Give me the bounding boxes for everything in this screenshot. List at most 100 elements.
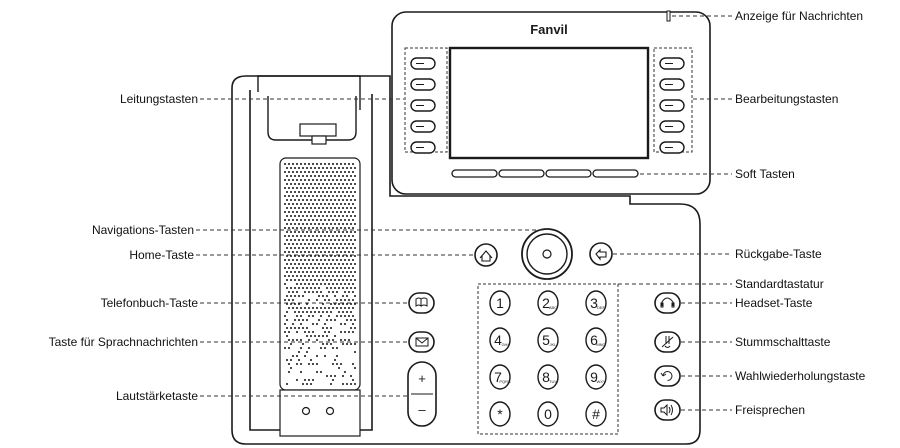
- grille-dot: [349, 230, 353, 234]
- grille-dot: [321, 326, 325, 330]
- soft-key-1[interactable]: [451, 169, 498, 178]
- grille-dot: [309, 358, 313, 362]
- grille-dot: [289, 206, 293, 210]
- grille-dot: [325, 166, 329, 170]
- grille-dot: [307, 218, 311, 222]
- grille-dot: [351, 258, 355, 262]
- grille-dot: [315, 234, 319, 238]
- grille-dot: [307, 186, 311, 190]
- grille-dot: [311, 266, 315, 270]
- label-standard-keypad: Standardtastatur: [735, 277, 824, 291]
- grille-dot: [353, 278, 357, 282]
- grille-dot: [347, 194, 351, 198]
- grille-dot: [327, 314, 331, 318]
- grille-dot: [305, 326, 309, 330]
- back-icon: [595, 248, 607, 261]
- label-voicemail-key: Taste für Sprachnachrichten: [48, 335, 198, 349]
- grille-dot: [329, 174, 333, 178]
- grille-dot: [343, 170, 347, 174]
- grille-dot: [321, 310, 325, 314]
- grille-dot: [325, 174, 329, 178]
- grille-dot: [303, 354, 307, 358]
- grille-dot: [335, 194, 339, 198]
- grille-dot: [321, 190, 325, 194]
- soft-key-4[interactable]: [592, 169, 639, 178]
- grille-dot: [313, 334, 317, 338]
- grille-dot: [353, 382, 357, 386]
- keypad-letters: JKL: [550, 342, 558, 347]
- keypad-key-1[interactable]: 1: [489, 290, 511, 316]
- grille-dot: [339, 202, 343, 206]
- grille-dot: [323, 330, 327, 334]
- grille-dot: [341, 230, 345, 234]
- grille-dot: [311, 258, 315, 262]
- grille-dot: [319, 242, 323, 246]
- speaker-icon: [660, 403, 673, 417]
- grille-dot: [295, 178, 299, 182]
- keypad-letters: ABC: [549, 305, 557, 310]
- keypad-key-hash[interactable]: #: [585, 401, 607, 427]
- soft-key-3[interactable]: [545, 169, 592, 178]
- grille-dot: [323, 162, 327, 166]
- grille-dot: [319, 226, 323, 230]
- grille-dot: [323, 170, 327, 174]
- grille-dot: [315, 274, 319, 278]
- grille-dot: [323, 242, 327, 246]
- volume-plus: +: [418, 371, 426, 386]
- grille-dot: [341, 270, 345, 274]
- grille-dot: [351, 218, 355, 222]
- grille-dot: [307, 242, 311, 246]
- grille-dot: [309, 166, 313, 170]
- grille-dot: [283, 322, 287, 326]
- grille-dot: [327, 210, 331, 214]
- grille-dot: [343, 202, 347, 206]
- grille-dot: [325, 222, 329, 226]
- grille-dot: [309, 198, 313, 202]
- grille-dot: [299, 370, 303, 374]
- keypad-key-star[interactable]: *: [489, 401, 511, 427]
- grille-dot: [323, 178, 327, 182]
- grille-dot: [285, 166, 289, 170]
- grille-dot: [287, 346, 291, 350]
- grille-dot: [327, 194, 331, 198]
- home-icon: [479, 250, 493, 262]
- grille-dot: [333, 230, 337, 234]
- grille-dot: [293, 318, 297, 322]
- grille-dot: [291, 290, 295, 294]
- grille-dot: [313, 270, 317, 274]
- grille-dot: [335, 162, 339, 166]
- grille-dot: [315, 370, 319, 374]
- grille-dot: [331, 282, 335, 286]
- grille-dot: [347, 162, 351, 166]
- grille-dot: [343, 322, 347, 326]
- grille-dot: [331, 306, 335, 310]
- grille-dot: [333, 174, 337, 178]
- keypad-digit: 6: [590, 332, 598, 348]
- keypad-key-0[interactable]: 0: [537, 401, 559, 427]
- grille-dot: [331, 162, 335, 166]
- grille-dot: [299, 226, 303, 230]
- grille-dot: [287, 290, 291, 294]
- grille-dot: [333, 374, 337, 378]
- grille-dot: [339, 162, 343, 166]
- grille-dot: [341, 310, 345, 314]
- grille-dot: [319, 346, 323, 350]
- grille-dot: [337, 270, 341, 274]
- grille-dot: [319, 186, 323, 190]
- grille-dot: [299, 338, 303, 342]
- keypad-key-outline: [537, 364, 559, 390]
- grille-dot: [335, 170, 339, 174]
- grille-dot: [337, 182, 341, 186]
- grille-dot: [339, 194, 343, 198]
- soft-key-2[interactable]: [498, 169, 545, 178]
- grille-dot: [301, 326, 305, 330]
- grille-dot: [295, 274, 299, 278]
